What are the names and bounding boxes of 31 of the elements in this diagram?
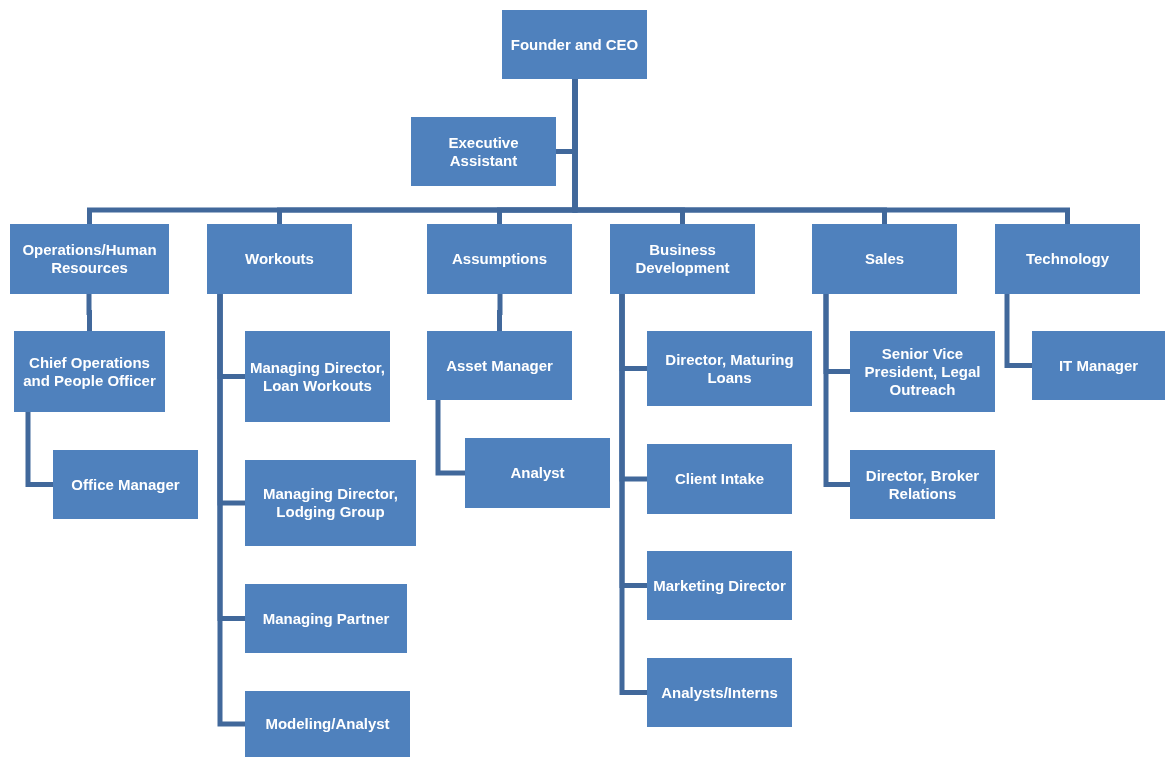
role-box: Sales <box>812 224 957 294</box>
role-box: Managing Director, Loan Workouts <box>245 331 390 422</box>
connector-line <box>217 294 245 727</box>
role-box: Founder and CEO <box>502 10 647 79</box>
role-box: Marketing Director <box>647 551 792 620</box>
role-box: Business Development <box>610 224 755 294</box>
role-box: Modeling/Analyst <box>245 691 410 757</box>
role-box: Client Intake <box>647 444 792 514</box>
role-box: Chief Operations and People Officer <box>14 331 165 412</box>
role-box: Operations/Human Resources <box>10 224 169 294</box>
role-box: Managing Director, Lodging Group <box>245 460 416 546</box>
connector-line <box>435 400 465 476</box>
role-box: Office Manager <box>53 450 198 519</box>
role-box: IT Manager <box>1032 331 1165 400</box>
connector-line <box>497 294 503 331</box>
role-box: Senior Vice President, Legal Outreach <box>850 331 995 412</box>
role-box: Technology <box>995 224 1140 294</box>
role-box: Executive Assistant <box>411 117 556 186</box>
connector-line <box>823 294 850 487</box>
connector-line <box>86 294 92 331</box>
role-box: Managing Partner <box>245 584 407 653</box>
role-box: Assumptions <box>427 224 572 294</box>
role-box: Analyst <box>465 438 610 508</box>
role-box: Director, Maturing Loans <box>647 331 812 406</box>
role-box: Asset Manager <box>427 331 572 400</box>
connector-line <box>25 412 53 487</box>
connector-line <box>1004 294 1032 368</box>
role-box: Analysts/Interns <box>647 658 792 727</box>
connector-line <box>619 294 647 695</box>
role-box: Workouts <box>207 224 352 294</box>
role-box: Director, Broker Relations <box>850 450 995 519</box>
